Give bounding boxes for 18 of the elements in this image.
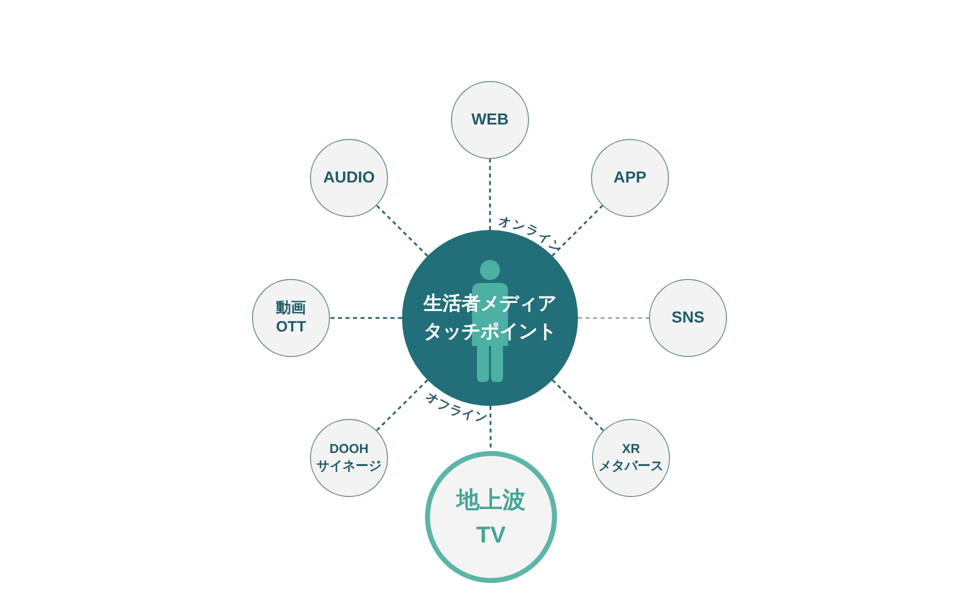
dashed-line	[376, 204, 428, 257]
node-label: 動画 OTT	[276, 299, 306, 337]
dashed-line	[578, 317, 649, 319]
dashed-line	[376, 379, 428, 432]
node-label: APP	[614, 168, 646, 188]
dashed-line	[330, 317, 402, 319]
curved-label: オフライン	[423, 389, 489, 424]
node-label: SNS	[672, 308, 704, 328]
node-label: XR メタバース	[598, 441, 664, 475]
node-label: 生活者メディアタッチポイント	[422, 292, 558, 344]
dashed-line	[552, 379, 604, 432]
curved-label: オンライン	[498, 214, 566, 257]
node-label: WEB	[471, 110, 509, 130]
node-label: DOOH サイネージ	[316, 441, 382, 475]
node-label: AUDIO	[323, 168, 375, 188]
node-label: 地上波 TV	[456, 486, 526, 549]
dashed-line	[552, 204, 604, 256]
dashed-line	[489, 159, 491, 230]
